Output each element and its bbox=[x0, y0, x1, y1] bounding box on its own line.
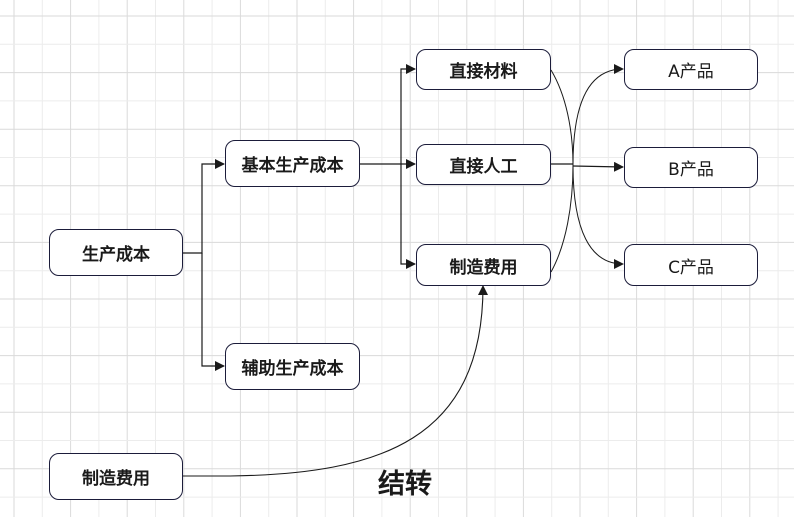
node-direct-materials[interactable]: 直接材料 bbox=[416, 49, 551, 90]
node-manufacturing-overhead-source[interactable]: 制造费用 bbox=[49, 453, 183, 500]
node-product-a[interactable]: A产品 bbox=[624, 49, 758, 90]
transfer-label: 结转 bbox=[378, 469, 432, 500]
node-basic-production-cost[interactable]: 基本生产成本 bbox=[225, 140, 360, 187]
node-manufacturing-overhead[interactable]: 制造费用 bbox=[416, 244, 551, 286]
node-auxiliary-production-cost[interactable]: 辅助生产成本 bbox=[225, 343, 360, 390]
node-direct-labor[interactable]: 直接人工 bbox=[416, 144, 551, 185]
node-product-c[interactable]: C产品 bbox=[624, 244, 758, 286]
node-production-cost[interactable]: 生产成本 bbox=[49, 229, 183, 276]
node-product-b[interactable]: B产品 bbox=[624, 147, 758, 188]
